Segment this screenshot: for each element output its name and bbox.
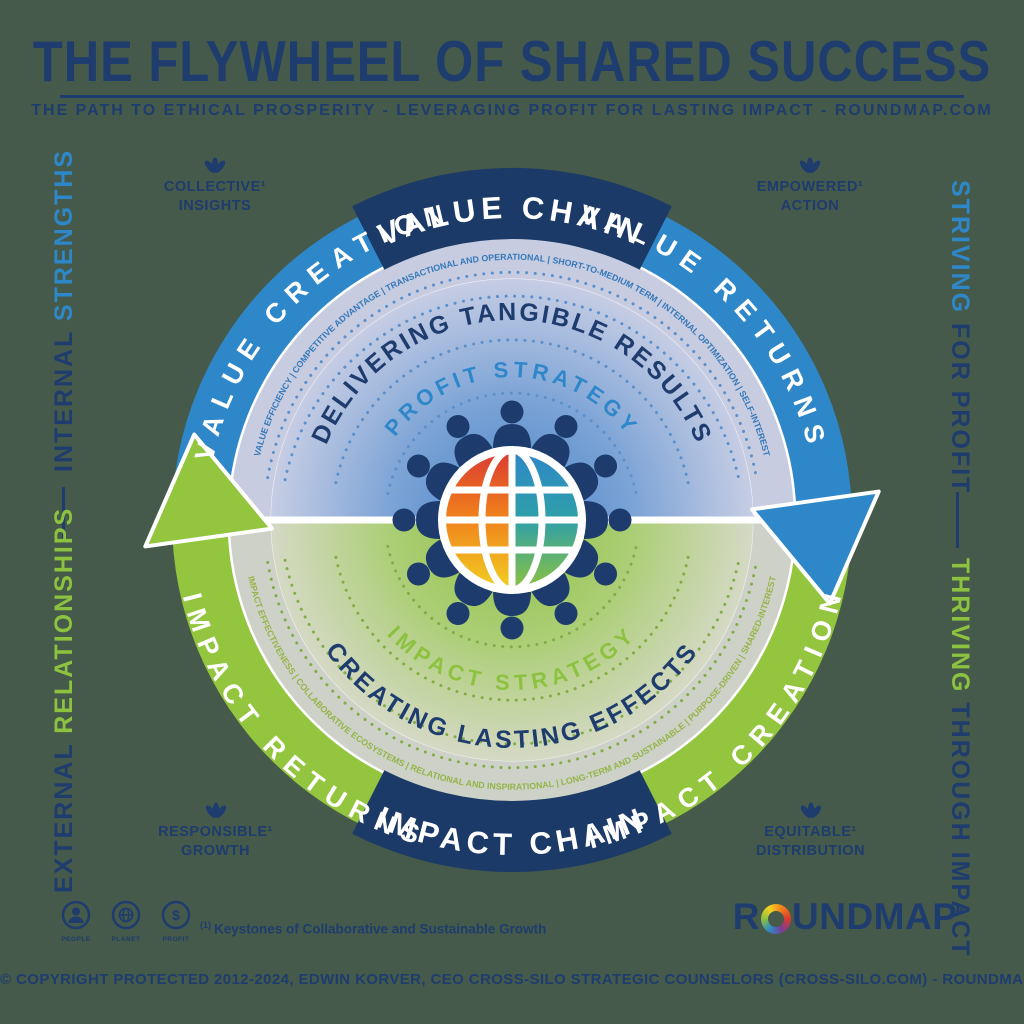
- person-figure: [584, 501, 632, 539]
- person-figure: [531, 414, 578, 468]
- person-figure: [564, 539, 618, 586]
- dollar-glyph: $: [172, 907, 180, 923]
- fan-icon: [204, 157, 226, 173]
- fan-icon: [800, 802, 821, 818]
- person-figure: [493, 592, 531, 640]
- person-figure: [564, 454, 618, 501]
- corner-label-line: EQUITABLE¹: [764, 824, 857, 840]
- logo-rainbow-ring-icon: [761, 904, 791, 934]
- people-icon: [61, 900, 91, 930]
- corner-label-line: RESPONSIBLE¹: [158, 824, 273, 840]
- person-figure: [446, 572, 493, 626]
- corner-label-line: COLLECTIVE¹: [163, 179, 267, 195]
- page-subtitle: THE PATH TO ETHICAL PROSPERITY - LEVERAG…: [31, 102, 993, 119]
- side-divider-left: [62, 487, 65, 543]
- logo-letters: UNDMAP: [792, 896, 958, 937]
- person-figure: [531, 572, 578, 626]
- roundmap-logo: R UNDMAP ®: [733, 896, 966, 938]
- profit-icon: $: [161, 900, 191, 930]
- ring-bottom-green: [172, 520, 852, 860]
- icon-label: PLANET: [111, 936, 141, 943]
- logo-letter-r: R: [732, 896, 760, 937]
- inner-disc-top: [271, 279, 753, 520]
- corner-label-line: GROWTH: [180, 842, 251, 859]
- people-icon-box: PEOPLE: [58, 900, 94, 943]
- page-title: THE FLYWHEEL OF SHARED SUCCESS: [32, 30, 992, 94]
- corner-label-line: DISTRIBUTION: [755, 842, 866, 859]
- person-figure: [446, 414, 493, 468]
- person-figure: [493, 400, 531, 448]
- fan-icon: [205, 802, 226, 818]
- keyword-ring-top: [230, 238, 794, 520]
- footnote: (1)Keystones of Collaborative and Sustai…: [200, 920, 546, 937]
- corner-label-line: EMPOWERED¹: [756, 179, 864, 195]
- inner-disc-bottom: [271, 520, 753, 761]
- icon-label: PEOPLE: [61, 936, 91, 943]
- triple-bottom-line-icons: PEOPLE PLANET $ PROFIT: [58, 900, 194, 943]
- person-figure: [406, 454, 460, 501]
- person-figure: [406, 539, 460, 586]
- dotted-arcs-top: [266, 270, 758, 496]
- registered-mark: ®: [957, 905, 966, 917]
- globe-wireframe: [442, 450, 582, 590]
- footnote-ref: (1): [200, 920, 211, 930]
- flywheel-arrow-up: [143, 432, 275, 549]
- icon-label: PROFIT: [162, 936, 190, 943]
- globe-icon: [438, 446, 586, 594]
- fan-icon: [799, 157, 821, 173]
- profit-icon-box: $ PROFIT: [158, 900, 194, 943]
- corner-label-equitable-distribution: EQUITABLE¹ DISTRIBUTION: [728, 802, 893, 861]
- corner-label-empowered-action: EMPOWERED¹ ACTION: [735, 157, 885, 216]
- value-chain-band: [352, 167, 672, 270]
- keyword-ring-bottom: [230, 520, 794, 802]
- flywheel-arrow-down: [749, 489, 881, 606]
- corner-label-collective-insights: COLLECTIVE¹ INSIGHTS: [140, 157, 290, 216]
- footnote-text: Keystones of Collaborative and Sustainab…: [214, 921, 547, 937]
- side-divider-right: [956, 492, 959, 548]
- planet-icon: [111, 900, 141, 930]
- corner-label-responsible-growth: RESPONSIBLE¹ GROWTH: [138, 802, 293, 861]
- person-figure: [392, 501, 440, 539]
- corner-label-line: ACTION: [780, 197, 840, 214]
- planet-icon-box: PLANET: [108, 900, 144, 943]
- title-divider: [60, 95, 964, 98]
- people-circle: [392, 400, 632, 640]
- dotted-arcs-bottom: [266, 544, 758, 770]
- copyright-line: © COPYRIGHT PROTECTED 2012-2024, EDWIN K…: [0, 971, 1024, 988]
- corner-label-line: INSIGHTS: [178, 197, 252, 214]
- impact-chain-band: [352, 770, 672, 873]
- ring-top-blue: [172, 180, 852, 520]
